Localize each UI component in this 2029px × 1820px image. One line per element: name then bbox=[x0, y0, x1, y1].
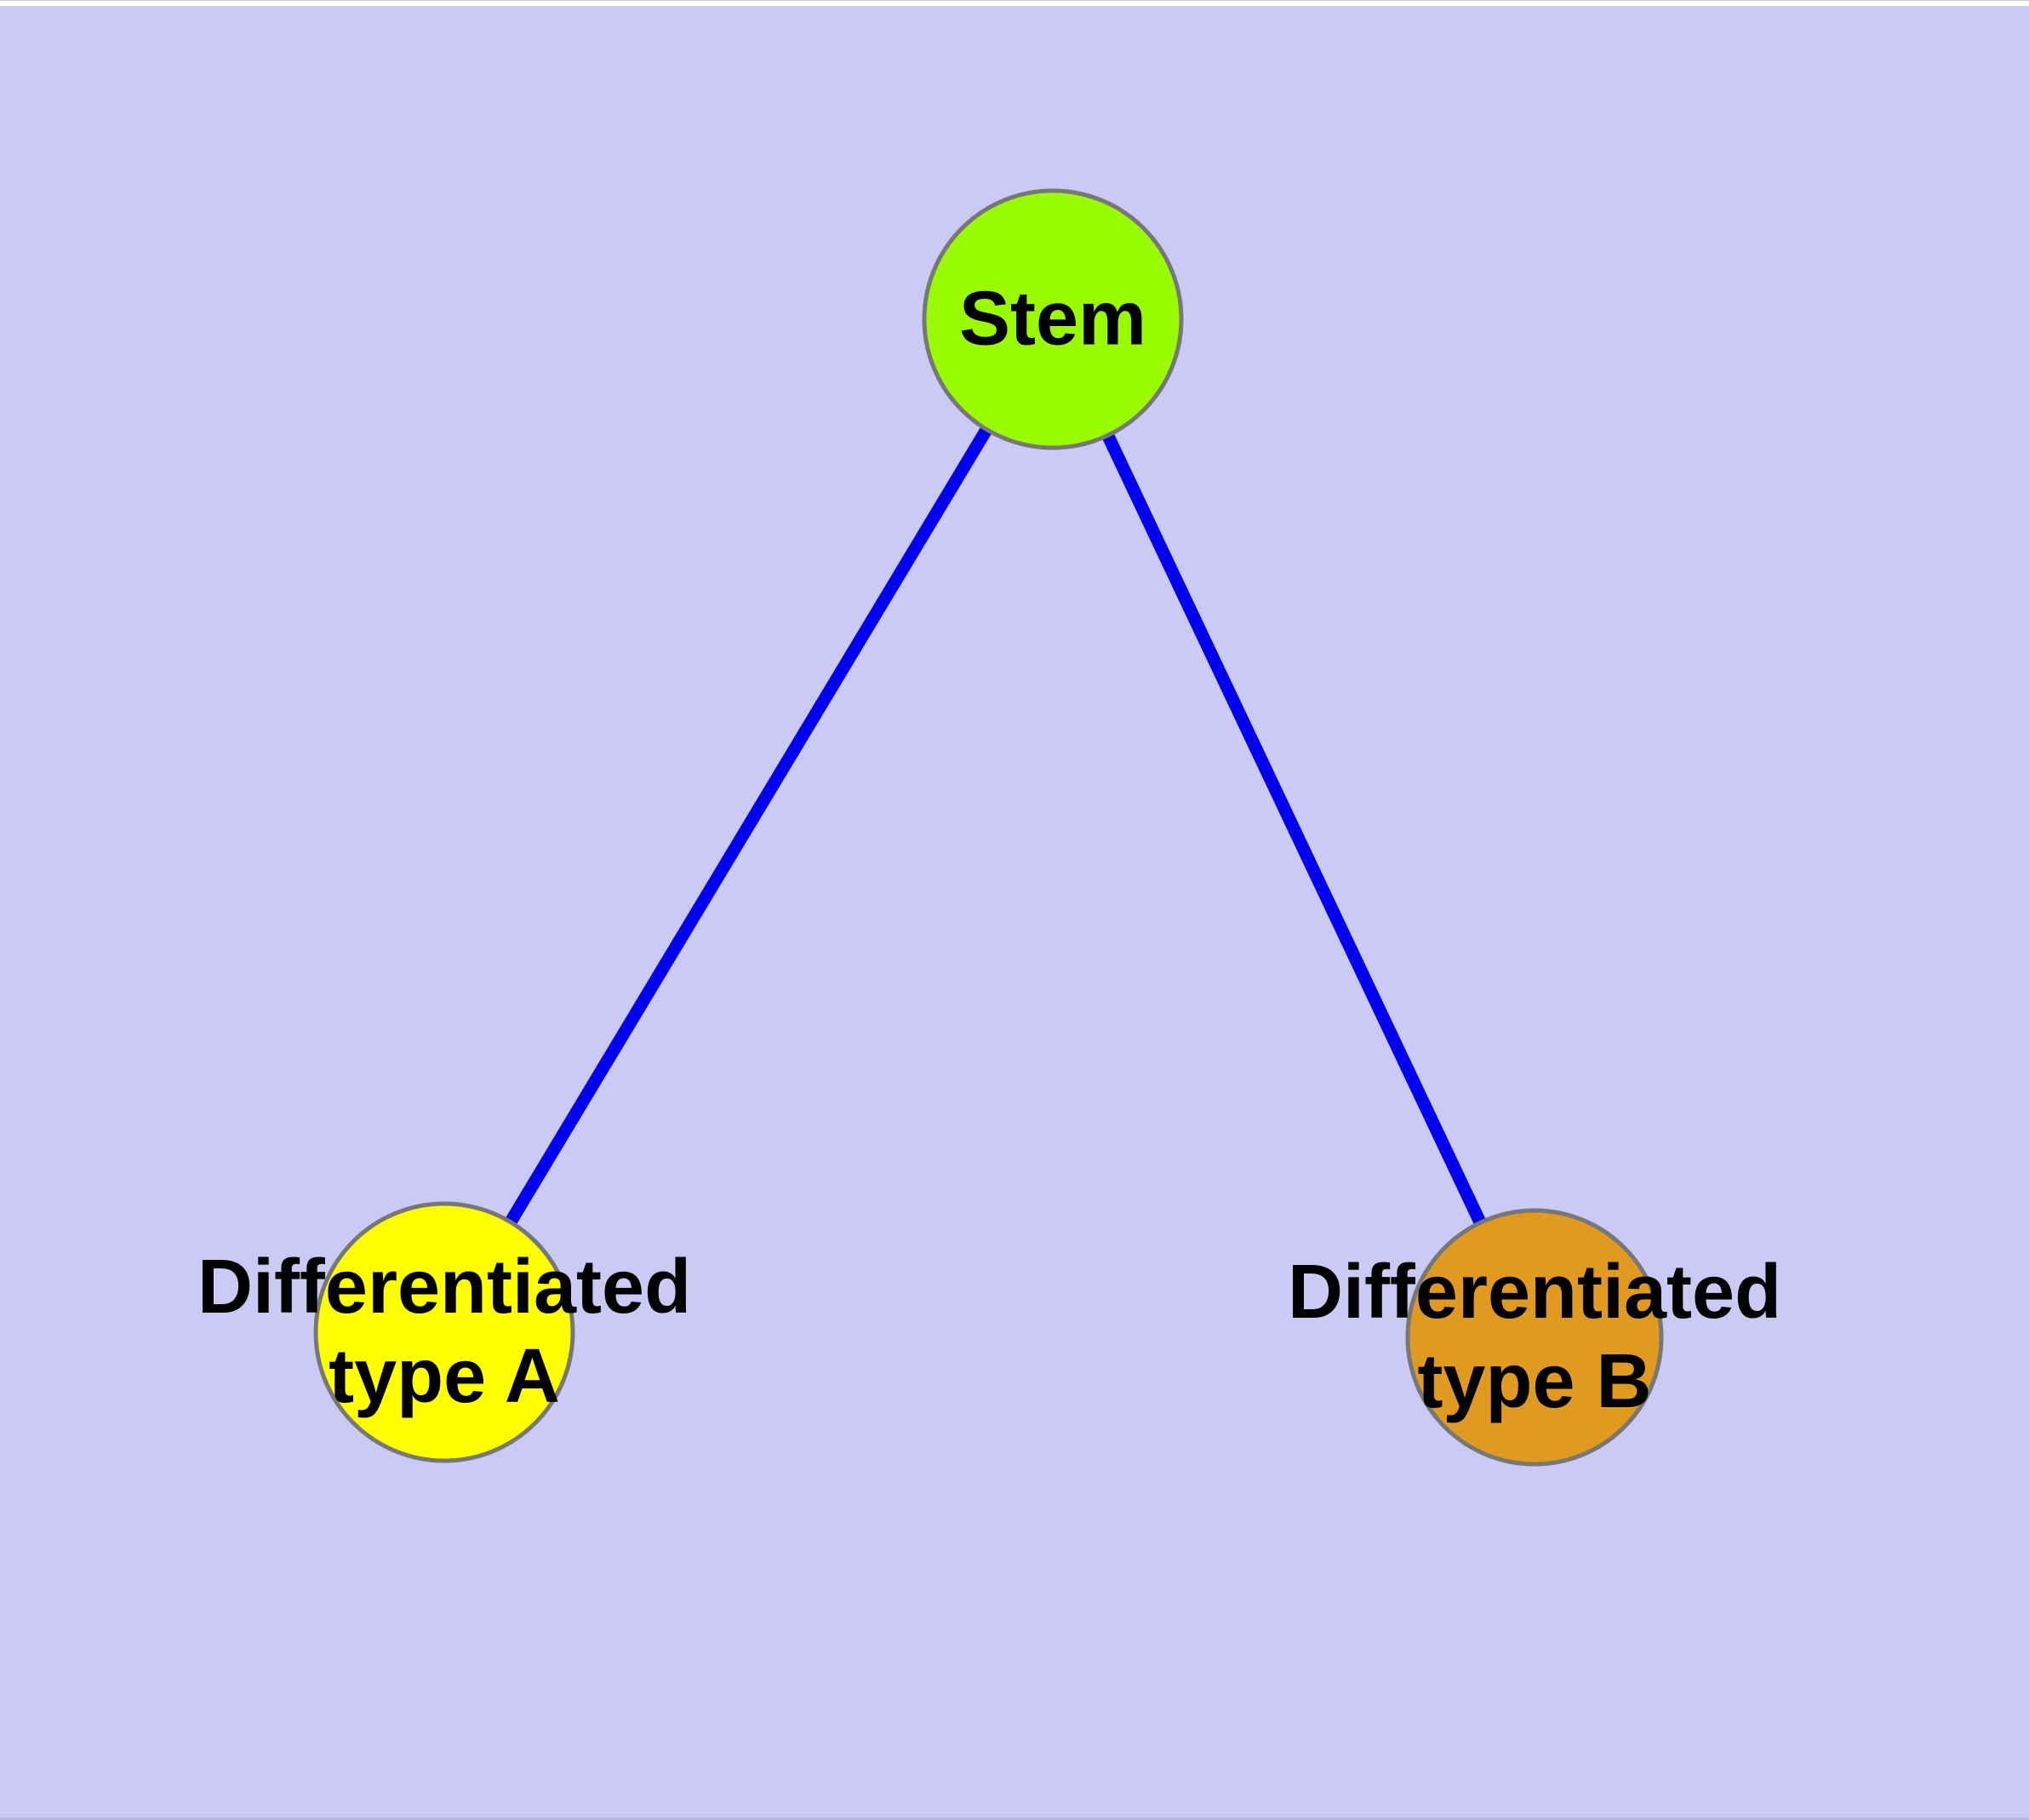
node-stem[interactable] bbox=[922, 188, 1184, 450]
window-top-strip bbox=[0, 0, 2029, 6]
node-differentiated-type-b[interactable] bbox=[1405, 1208, 1664, 1467]
node-differentiated-type-a[interactable] bbox=[313, 1201, 575, 1463]
edge-stem-to-type-b bbox=[1047, 316, 1540, 1341]
window-bottom-strip bbox=[0, 1817, 2029, 1820]
edge-stem-to-type-a bbox=[438, 316, 1059, 1336]
